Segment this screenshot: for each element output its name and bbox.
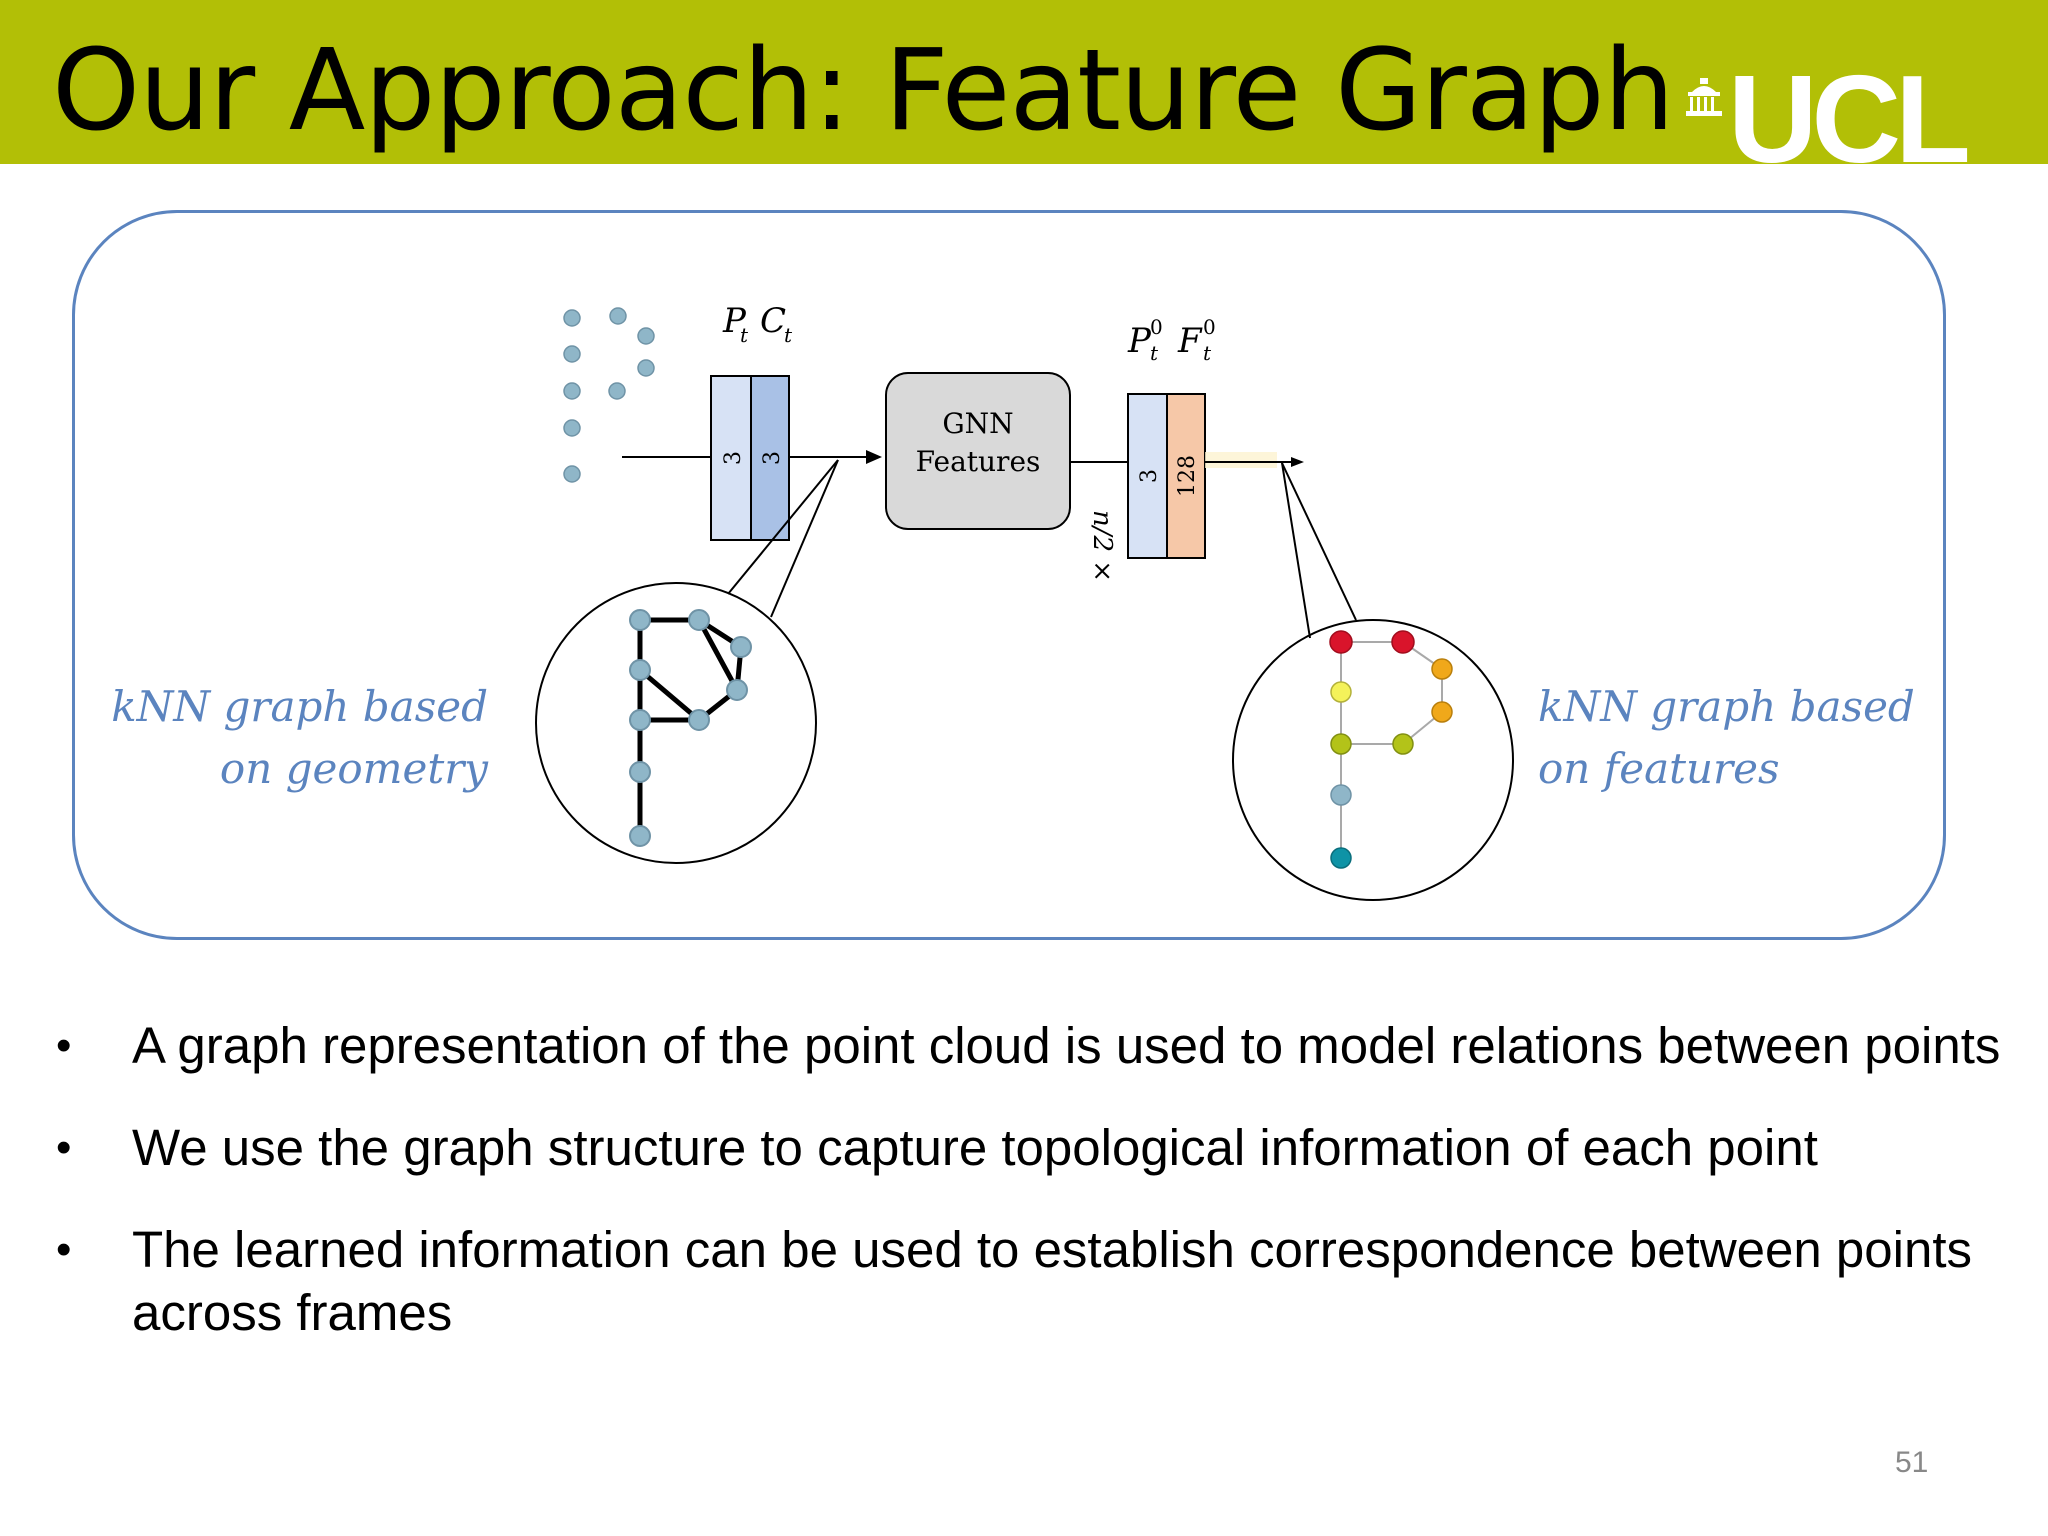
left-caption-line2: on geometry	[219, 744, 488, 793]
bullet-text: A graph representation of the point clou…	[132, 1017, 2001, 1074]
input-block-position	[710, 375, 752, 541]
input-point	[637, 327, 655, 345]
gnn-label-line1: GNN	[942, 407, 1013, 440]
output-label-f-superscript: 0	[1203, 315, 1216, 339]
input-point	[563, 419, 581, 437]
right-caption-line1: kNN graph based	[1538, 682, 1915, 731]
input-point	[563, 309, 581, 327]
bullet-text: The learned information can be used to e…	[132, 1221, 1973, 1341]
output-block-features	[1166, 393, 1206, 559]
input-label-p-subscript: t	[740, 323, 749, 347]
input-point	[608, 382, 626, 400]
output-channel-2: 128	[1175, 455, 1200, 497]
ucl-logo: UCL	[1680, 58, 2010, 182]
arrowhead-icon	[866, 450, 882, 464]
left-caption: kNN graph based on geometry	[111, 676, 488, 800]
input-channel-2: 3	[760, 451, 785, 465]
input-label-p: P	[722, 301, 747, 341]
ucl-wordmark: UCL	[1728, 51, 1971, 189]
output-label-p: P	[1127, 321, 1152, 361]
magnifier-circle	[535, 582, 817, 864]
input-label-c: C	[760, 301, 786, 341]
input-block-color	[750, 375, 790, 541]
output-highlight	[1205, 452, 1277, 468]
output-label-f: F	[1177, 321, 1203, 361]
bullet-item: • The learned information can be used to …	[56, 1218, 2016, 1344]
output-block-position	[1127, 393, 1168, 559]
magnifier-circle	[1232, 619, 1514, 901]
feature-graph-magnifier	[1232, 462, 1514, 901]
geometry-graph-magnifier	[535, 459, 839, 864]
diagram-panel	[72, 210, 1946, 940]
bullet-icon: •	[56, 1021, 72, 1070]
right-caption: kNN graph based on features	[1538, 676, 1915, 800]
input-point	[637, 359, 655, 377]
right-caption-line2: on features	[1538, 744, 1780, 793]
left-caption-line1: kNN graph based	[111, 682, 488, 731]
output-label-f-subscript: t	[1203, 341, 1212, 365]
output-channel-1: 3	[1137, 469, 1162, 483]
bullet-icon: •	[56, 1123, 72, 1172]
callout-line	[727, 459, 839, 595]
input-point	[609, 307, 627, 325]
bullet-text: We use the graph structure to capture to…	[132, 1119, 1818, 1176]
bullet-list: • A graph representation of the point clo…	[56, 1014, 2016, 1383]
callout-line	[770, 459, 839, 618]
portico-icon	[1686, 78, 1722, 116]
output-label-p-superscript: 0	[1150, 315, 1163, 339]
callout-line	[1281, 462, 1311, 639]
bullet-item: • A graph representation of the point clo…	[56, 1014, 2016, 1077]
input-channel-1: 3	[721, 451, 746, 465]
repeat-label: n/2 ×	[1087, 510, 1117, 582]
bullet-icon: •	[56, 1225, 72, 1274]
input-point	[563, 345, 581, 363]
slide-title: Our Approach: Feature Graph	[52, 26, 1675, 156]
input-point-cloud	[563, 307, 655, 483]
input-point	[563, 465, 581, 483]
input-label-c-subscript: t	[784, 323, 793, 347]
gnn-label-line2: Features	[916, 445, 1041, 478]
title-bar: Our Approach: Feature Graph UCL	[0, 0, 2048, 182]
gnn-box	[885, 372, 1071, 530]
callout-line	[1281, 462, 1357, 621]
output-arrowhead-icon	[1291, 457, 1304, 467]
input-point	[563, 382, 581, 400]
output-label-p-subscript: t	[1150, 341, 1159, 365]
slide-number: 51	[1895, 1446, 1929, 1479]
bullet-item: • We use the graph structure to capture t…	[56, 1116, 2016, 1179]
